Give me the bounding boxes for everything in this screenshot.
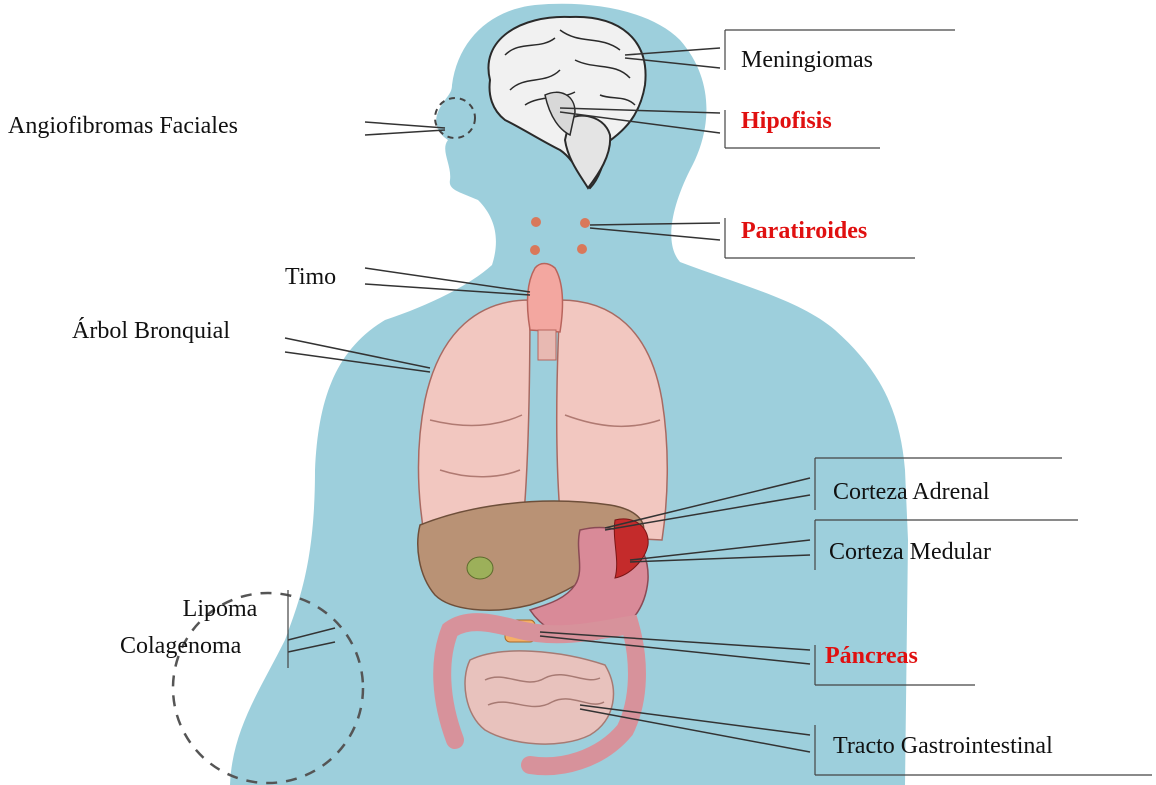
- parathyroid-dot: [530, 245, 540, 255]
- parathyroid-dot: [580, 218, 590, 228]
- label-timo: Timo: [285, 264, 336, 290]
- gallbladder: [467, 557, 493, 579]
- label-lipoma: Lipoma: [170, 596, 270, 622]
- trachea: [538, 330, 556, 360]
- label-pancreas: Páncreas: [825, 643, 918, 669]
- thymus: [528, 264, 563, 333]
- label-colagenoma: Colagenoma: [120, 633, 241, 659]
- label-angiofibromas: Angiofibromas Faciales: [8, 113, 238, 139]
- label-hipofisis: Hipofisis: [741, 108, 832, 134]
- label-corteza-adrenal: Corteza Adrenal: [833, 479, 990, 505]
- parathyroid-dot: [577, 244, 587, 254]
- label-paratiroides: Paratiroides: [741, 218, 867, 244]
- label-meningiomas: Meningiomas: [741, 47, 873, 73]
- label-corteza-medular: Corteza Medular: [829, 539, 991, 565]
- parathyroid-dot: [531, 217, 541, 227]
- label-arbol-bronquial: Árbol Bronquial: [72, 318, 230, 344]
- label-tracto-gastrointestinal: Tracto Gastrointestinal: [833, 733, 1053, 759]
- small-intestine: [465, 651, 613, 744]
